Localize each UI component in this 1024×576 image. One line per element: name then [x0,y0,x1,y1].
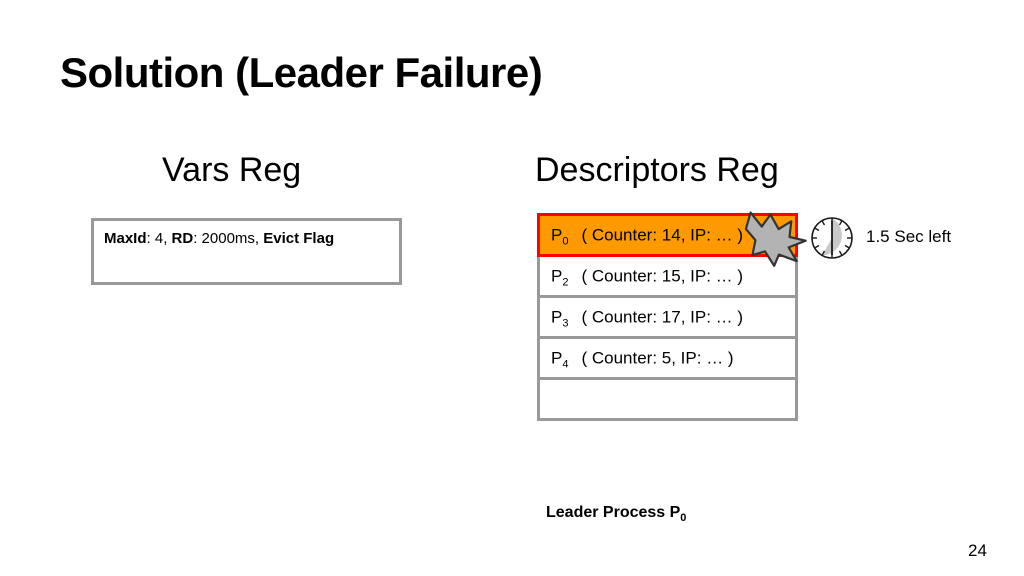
leader-caption-subscript: 0 [680,512,687,524]
descriptor-row-content: P3 ( Counter: 17, IP: … ) [551,307,744,330]
descriptor-row-body: ( Counter: 17, IP: … ) [581,307,744,327]
descriptor-process-subscript: 2 [562,276,569,289]
descriptor-process-subscript: 3 [562,317,569,330]
vars-reg-heading: Vars Reg [162,151,302,189]
maxid-label: MaxId [104,230,147,247]
descriptor-process-id: P2 [551,266,569,289]
descriptor-row[interactable] [537,377,798,421]
vars-reg-box: MaxId: 4, RD: 2000ms, Evict Flag [91,218,402,285]
descriptor-row-body: ( Counter: 14, IP: … ) [581,225,744,245]
rd-value: : 2000ms, [193,230,264,247]
descriptor-row[interactable]: P2 ( Counter: 15, IP: … ) [537,254,798,298]
descriptor-row[interactable]: P0 ( Counter: 14, IP: … ) [537,213,798,257]
evict-flag-label: Evict Flag [263,230,335,247]
descriptor-row-content: P0 ( Counter: 14, IP: … ) [551,225,744,248]
clock-icon [811,217,853,259]
descriptor-row[interactable]: P4 ( Counter: 5, IP: … ) [537,336,798,380]
page-number: 24 [968,541,987,560]
page-title: Solution (Leader Failure) [60,49,543,96]
vars-reg-fields: MaxId: 4, RD: 2000ms, Evict Flag [104,228,391,250]
descriptor-process-id: P0 [551,225,569,248]
maxid-value: : 4, [146,230,172,247]
descriptor-process-subscript: 0 [562,235,569,248]
timer-label: 1.5 Sec left [866,227,952,246]
descriptor-process-subscript: 4 [562,358,569,371]
leader-caption-text: Leader Process P [546,504,681,521]
descriptor-row-content: P2 ( Counter: 15, IP: … ) [551,266,744,289]
descriptors-table: P0 ( Counter: 14, IP: … ) P2 ( Counter: 15,… [537,213,798,421]
rd-label: RD [171,230,194,247]
leader-process-caption: Leader Process P0 [546,504,687,524]
descriptor-row[interactable]: P3 ( Counter: 17, IP: … ) [537,295,798,339]
descriptor-row-body: ( Counter: 5, IP: … ) [581,348,734,368]
descriptor-process-id: P4 [551,348,569,371]
descriptor-process-id: P3 [551,307,569,330]
descriptor-row-body: ( Counter: 15, IP: … ) [581,266,744,286]
descriptor-row-content: P4 ( Counter: 5, IP: … ) [551,348,734,371]
descriptors-reg-heading: Descriptors Reg [535,151,779,189]
